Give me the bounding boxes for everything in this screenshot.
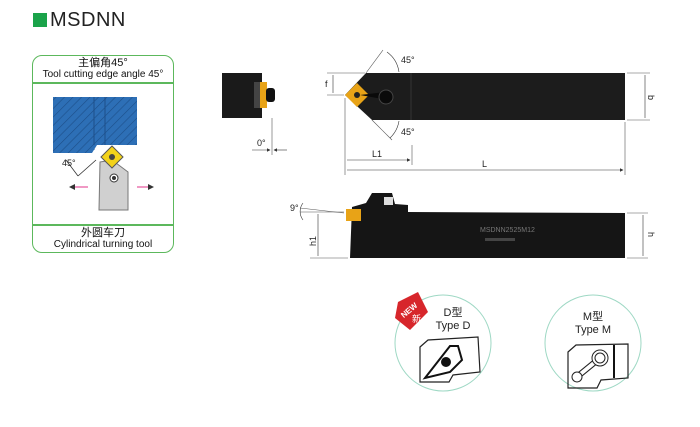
end-view bbox=[222, 73, 287, 155]
type-m-label-cn: M型 bbox=[582, 311, 604, 323]
divider bbox=[33, 82, 173, 84]
dim-b: b bbox=[646, 95, 656, 100]
dim-f: f bbox=[325, 79, 328, 89]
side-angle: 9° bbox=[290, 203, 299, 213]
side-view-tool bbox=[299, 193, 648, 259]
card-tool bbox=[65, 145, 154, 211]
workpiece bbox=[53, 97, 137, 153]
type-d-label-cn: D型 bbox=[443, 307, 463, 319]
dim-h: h bbox=[646, 232, 656, 237]
end-view-angle: 0° bbox=[257, 138, 266, 148]
type-m-label-en: Type M bbox=[574, 324, 612, 336]
card-footer-cn: 外圆车刀 bbox=[81, 227, 125, 239]
tool-marking: MSDNN2525M12 bbox=[480, 227, 535, 234]
dim-L1: L1 bbox=[372, 149, 382, 159]
card-title-cn: 主偏角45° bbox=[78, 57, 128, 69]
type-d-diagram bbox=[394, 292, 492, 392]
page-title: MSDNN bbox=[50, 9, 126, 31]
dim-h1: h1 bbox=[308, 236, 318, 246]
info-card bbox=[32, 55, 174, 253]
dim-L: L bbox=[482, 159, 487, 169]
top-angle-lower: 45° bbox=[401, 127, 415, 137]
top-angle-upper: 45° bbox=[401, 55, 415, 65]
top-view-tool bbox=[327, 49, 650, 175]
type-d-label-en: Type D bbox=[435, 320, 471, 332]
title-marker bbox=[33, 13, 47, 27]
new-badge-cn: 新 bbox=[412, 313, 421, 324]
card-angle-label: 45° bbox=[62, 158, 76, 168]
card-title-en: Tool cutting edge angle 45° bbox=[42, 69, 164, 80]
divider bbox=[33, 224, 173, 226]
card-footer-en: Cylindrical turning tool bbox=[53, 239, 153, 250]
type-m-diagram bbox=[544, 294, 642, 392]
